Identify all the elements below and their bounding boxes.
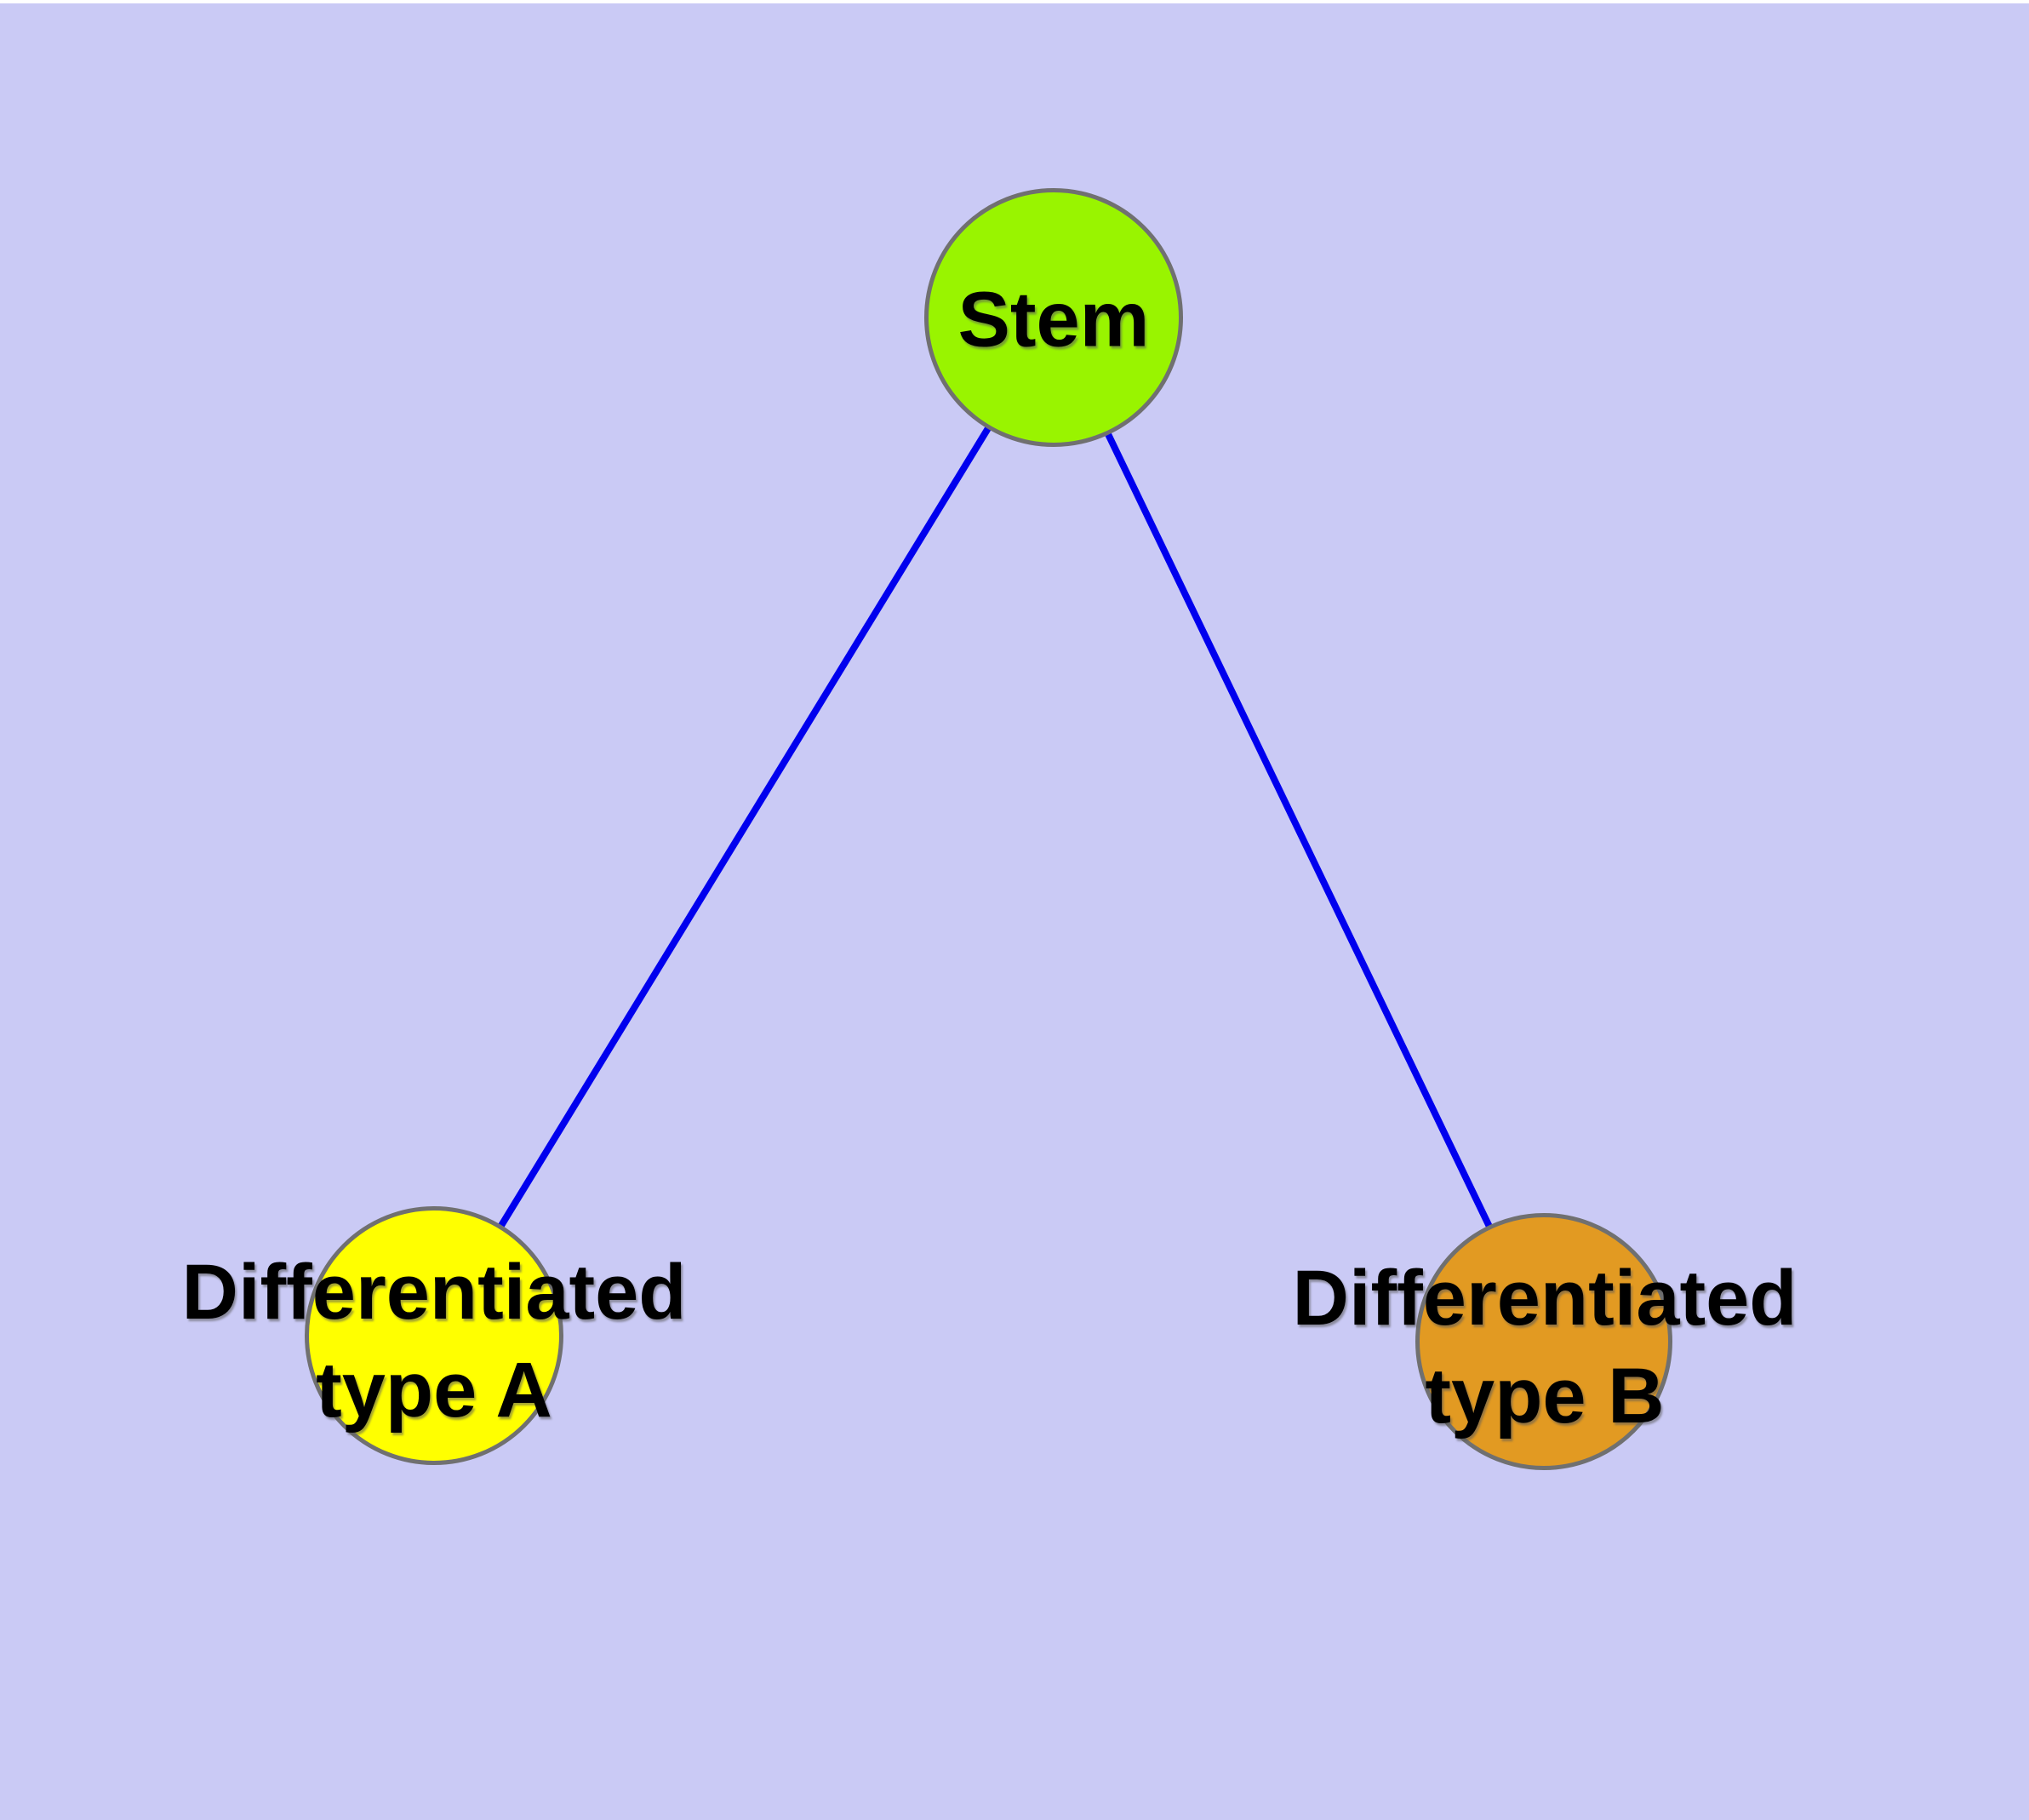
node-stem[interactable] bbox=[924, 188, 1183, 447]
diagram-canvas: Stem Differentiated type A Differentiate… bbox=[0, 3, 2029, 1820]
edges-layer bbox=[431, 318, 1548, 1343]
node-differentiated-type-b[interactable] bbox=[1415, 1213, 1672, 1470]
node-differentiated-type-a[interactable] bbox=[305, 1206, 563, 1465]
edge-stem-to-type-b[interactable] bbox=[1050, 319, 1548, 1343]
edge-stem-to-type-a[interactable] bbox=[431, 318, 1057, 1338]
